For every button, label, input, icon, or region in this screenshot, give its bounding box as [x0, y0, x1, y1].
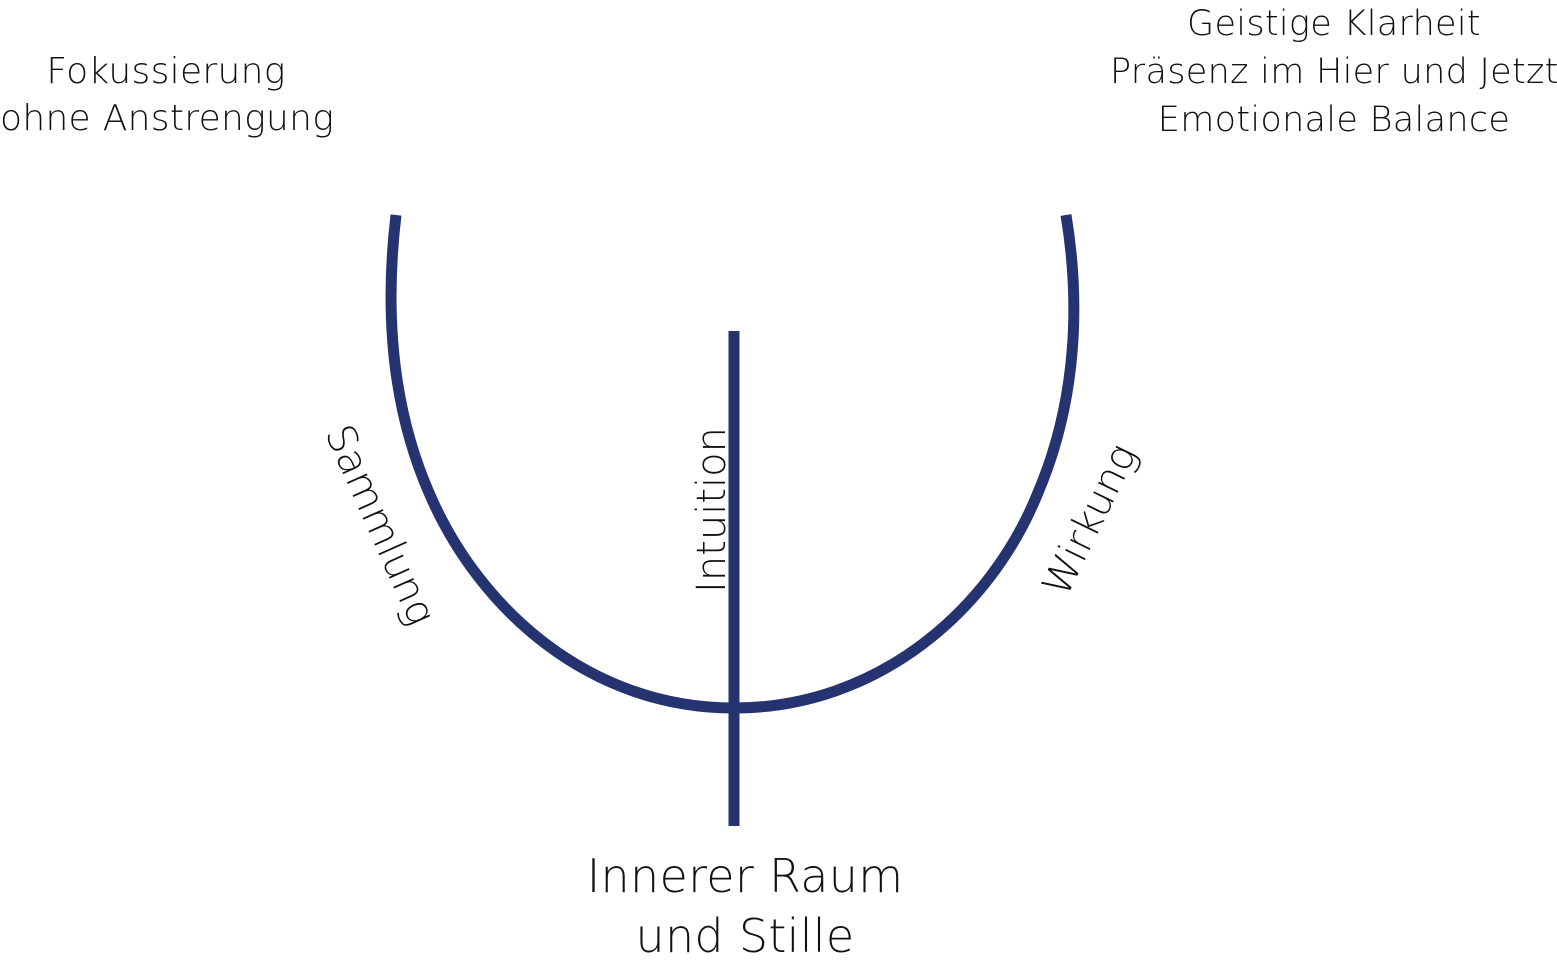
benefits-text-block: Geistige Klarheit Präsenz im Hier und Je…: [1110, 0, 1557, 144]
inner-space-text-block: Innerer Raum und Stille: [545, 846, 945, 966]
benefit-line-1: Geistige Klarheit: [1187, 4, 1481, 44]
inner-space-line-1: Innerer Raum: [586, 849, 904, 903]
benefit-line-2: Präsenz im Hier und Jetzt: [1110, 52, 1557, 92]
label-intuition: Intuition: [689, 427, 735, 593]
benefit-line-3: Emotionale Balance: [1157, 100, 1511, 140]
focus-line-1: Fokussierung: [46, 51, 286, 92]
inner-space-line-2: und Stille: [635, 909, 855, 963]
focus-text-block: Fokussierung ohne Anstrengung: [0, 48, 335, 142]
focus-line-2: ohne Anstrengung: [0, 98, 335, 139]
